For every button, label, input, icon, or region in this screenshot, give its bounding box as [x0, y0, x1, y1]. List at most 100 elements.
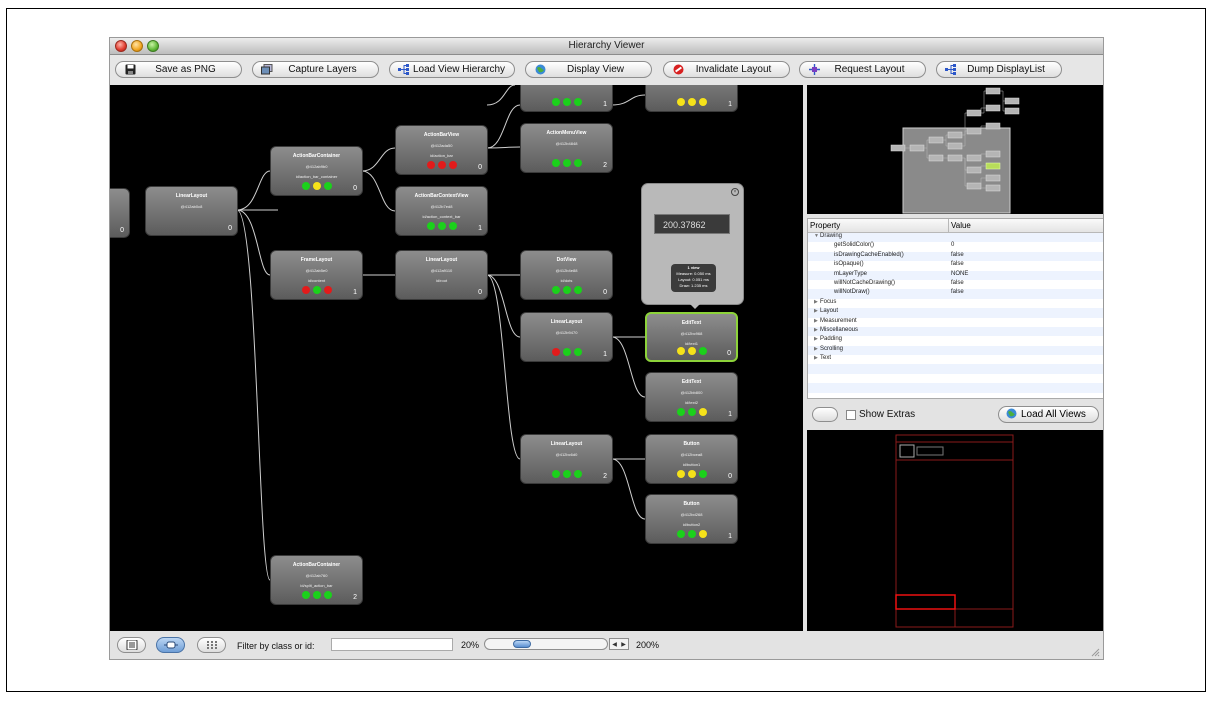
tree-node-top-child[interactable]: 1: [520, 85, 613, 112]
zoom-slider-thumb[interactable]: [513, 640, 531, 648]
disclosure-closed-icon[interactable]: ▶: [814, 355, 818, 362]
disclosure-closed-icon[interactable]: ▶: [814, 336, 818, 343]
node-child-index: 0: [353, 185, 357, 192]
wireframe-selected-view: [895, 594, 956, 610]
property-key: Layout: [820, 308, 839, 315]
zoom-slider[interactable]: [484, 638, 608, 650]
property-row[interactable]: isDrawingCacheEnabled()false: [808, 251, 1103, 262]
save-as-png-button[interactable]: Save as PNG: [115, 61, 242, 78]
node-child-index: 0: [728, 473, 732, 480]
layout-wireframe-view[interactable]: [807, 430, 1103, 631]
extras-bar: Show Extras Load All Views: [807, 402, 1103, 426]
zoom-stepper[interactable]: ◀ ▶: [609, 638, 629, 650]
property-row[interactable]: isOpaque()false: [808, 261, 1103, 270]
load-all-views-label: Load All Views: [1021, 409, 1086, 420]
node-name: DotView: [556, 257, 577, 263]
node-id: id/button1: [682, 462, 701, 467]
tree-node-home[interactable]: id/home1: [645, 85, 738, 112]
performance-dot-icon: [551, 159, 560, 167]
zoom-in-arrow-icon[interactable]: ▶: [621, 641, 626, 648]
pixel-perfect-view-button[interactable]: [197, 637, 226, 653]
property-key: Drawing: [820, 233, 843, 239]
property-group-row[interactable]: ▶Measurement: [808, 318, 1103, 327]
property-group-row[interactable]: ▼Drawing: [808, 233, 1103, 243]
property-group-row[interactable]: ▶Text: [808, 355, 1103, 364]
property-group-row[interactable]: ▶Layout: [808, 308, 1103, 318]
node-child-index: 0: [478, 289, 482, 296]
node-name: ActionBarContainer: [292, 562, 341, 568]
properties-view-button[interactable]: [156, 637, 185, 653]
performance-dot-icon: [312, 286, 321, 294]
tree-node-decorview[interactable]: 0: [110, 188, 130, 238]
property-value: [949, 336, 1103, 345]
tree-view-button[interactable]: [117, 637, 146, 653]
disclosure-closed-icon[interactable]: ▶: [814, 345, 818, 352]
node-child-index: 1: [603, 351, 607, 358]
performance-dot-icon: [562, 159, 571, 167]
link-linearlayout-1: [486, 274, 521, 338]
disclosure-closed-icon[interactable]: ▶: [814, 298, 818, 305]
request-layout-button[interactable]: Request Layout: [799, 61, 926, 78]
property-group-row[interactable]: ▶Miscellaneous: [808, 326, 1103, 337]
dump-displaylist-button[interactable]: Dump DisplayList: [936, 61, 1062, 78]
display-view-button[interactable]: Display View: [525, 61, 652, 78]
zoom-window-button[interactable]: [147, 40, 159, 52]
performance-dot-icon: [676, 470, 685, 478]
node-child-index: 1: [603, 101, 607, 108]
disclosure-closed-icon[interactable]: ▶: [814, 308, 818, 315]
minimap-node: [928, 136, 944, 144]
property-value: false: [951, 289, 964, 296]
disclosure-closed-icon[interactable]: ▶: [814, 326, 818, 333]
minimize-window-button[interactable]: [131, 40, 143, 52]
node-name: EditText: [681, 320, 702, 326]
close-window-button[interactable]: [115, 40, 127, 52]
filter-input[interactable]: [331, 638, 453, 651]
disclosure-open-icon[interactable]: ▼: [814, 233, 819, 239]
invalidate-layout-button[interactable]: Invalidate Layout: [663, 61, 790, 78]
node-id: id/text2: [685, 400, 698, 405]
extras-toggle-button[interactable]: [812, 407, 838, 422]
node-child-index: 0: [603, 289, 607, 296]
link-split-actionbar: [236, 209, 271, 581]
show-extras-checkbox[interactable]: [846, 410, 856, 420]
property-column-header[interactable]: Property: [808, 219, 949, 232]
resize-grip-icon[interactable]: [1091, 648, 1100, 657]
property-group-row[interactable]: ▶Padding: [808, 336, 1103, 345]
performance-dot-icon: [551, 348, 560, 356]
load-view-hierarchy-button[interactable]: Load View Hierarchy: [389, 61, 515, 78]
zoom-out-arrow-icon[interactable]: ◀: [612, 641, 617, 648]
disclosure-closed-icon[interactable]: ▶: [814, 317, 818, 324]
node-id: id/action_bar: [430, 153, 453, 158]
tree-overview-minimap[interactable]: [807, 85, 1103, 214]
property-group-row[interactable]: ▶Focus: [808, 299, 1103, 308]
value-column-header[interactable]: Value: [951, 221, 971, 230]
property-row[interactable]: willNotCacheDrawing()false: [808, 280, 1103, 289]
performance-dot-icon: [312, 182, 321, 190]
popup-close-icon[interactable]: ×: [731, 188, 739, 196]
property-row[interactable]: getSolidColor()0: [808, 242, 1103, 251]
capture-layers-button[interactable]: Capture Layers: [252, 61, 379, 78]
node-child-index: 0: [478, 164, 482, 171]
property-group-row[interactable]: ▶Scrolling: [808, 345, 1103, 356]
node-id: id/text1: [685, 341, 698, 346]
load-all-views-button[interactable]: Load All Views: [998, 406, 1099, 423]
property-row[interactable]: willNotDraw()false: [808, 289, 1103, 299]
